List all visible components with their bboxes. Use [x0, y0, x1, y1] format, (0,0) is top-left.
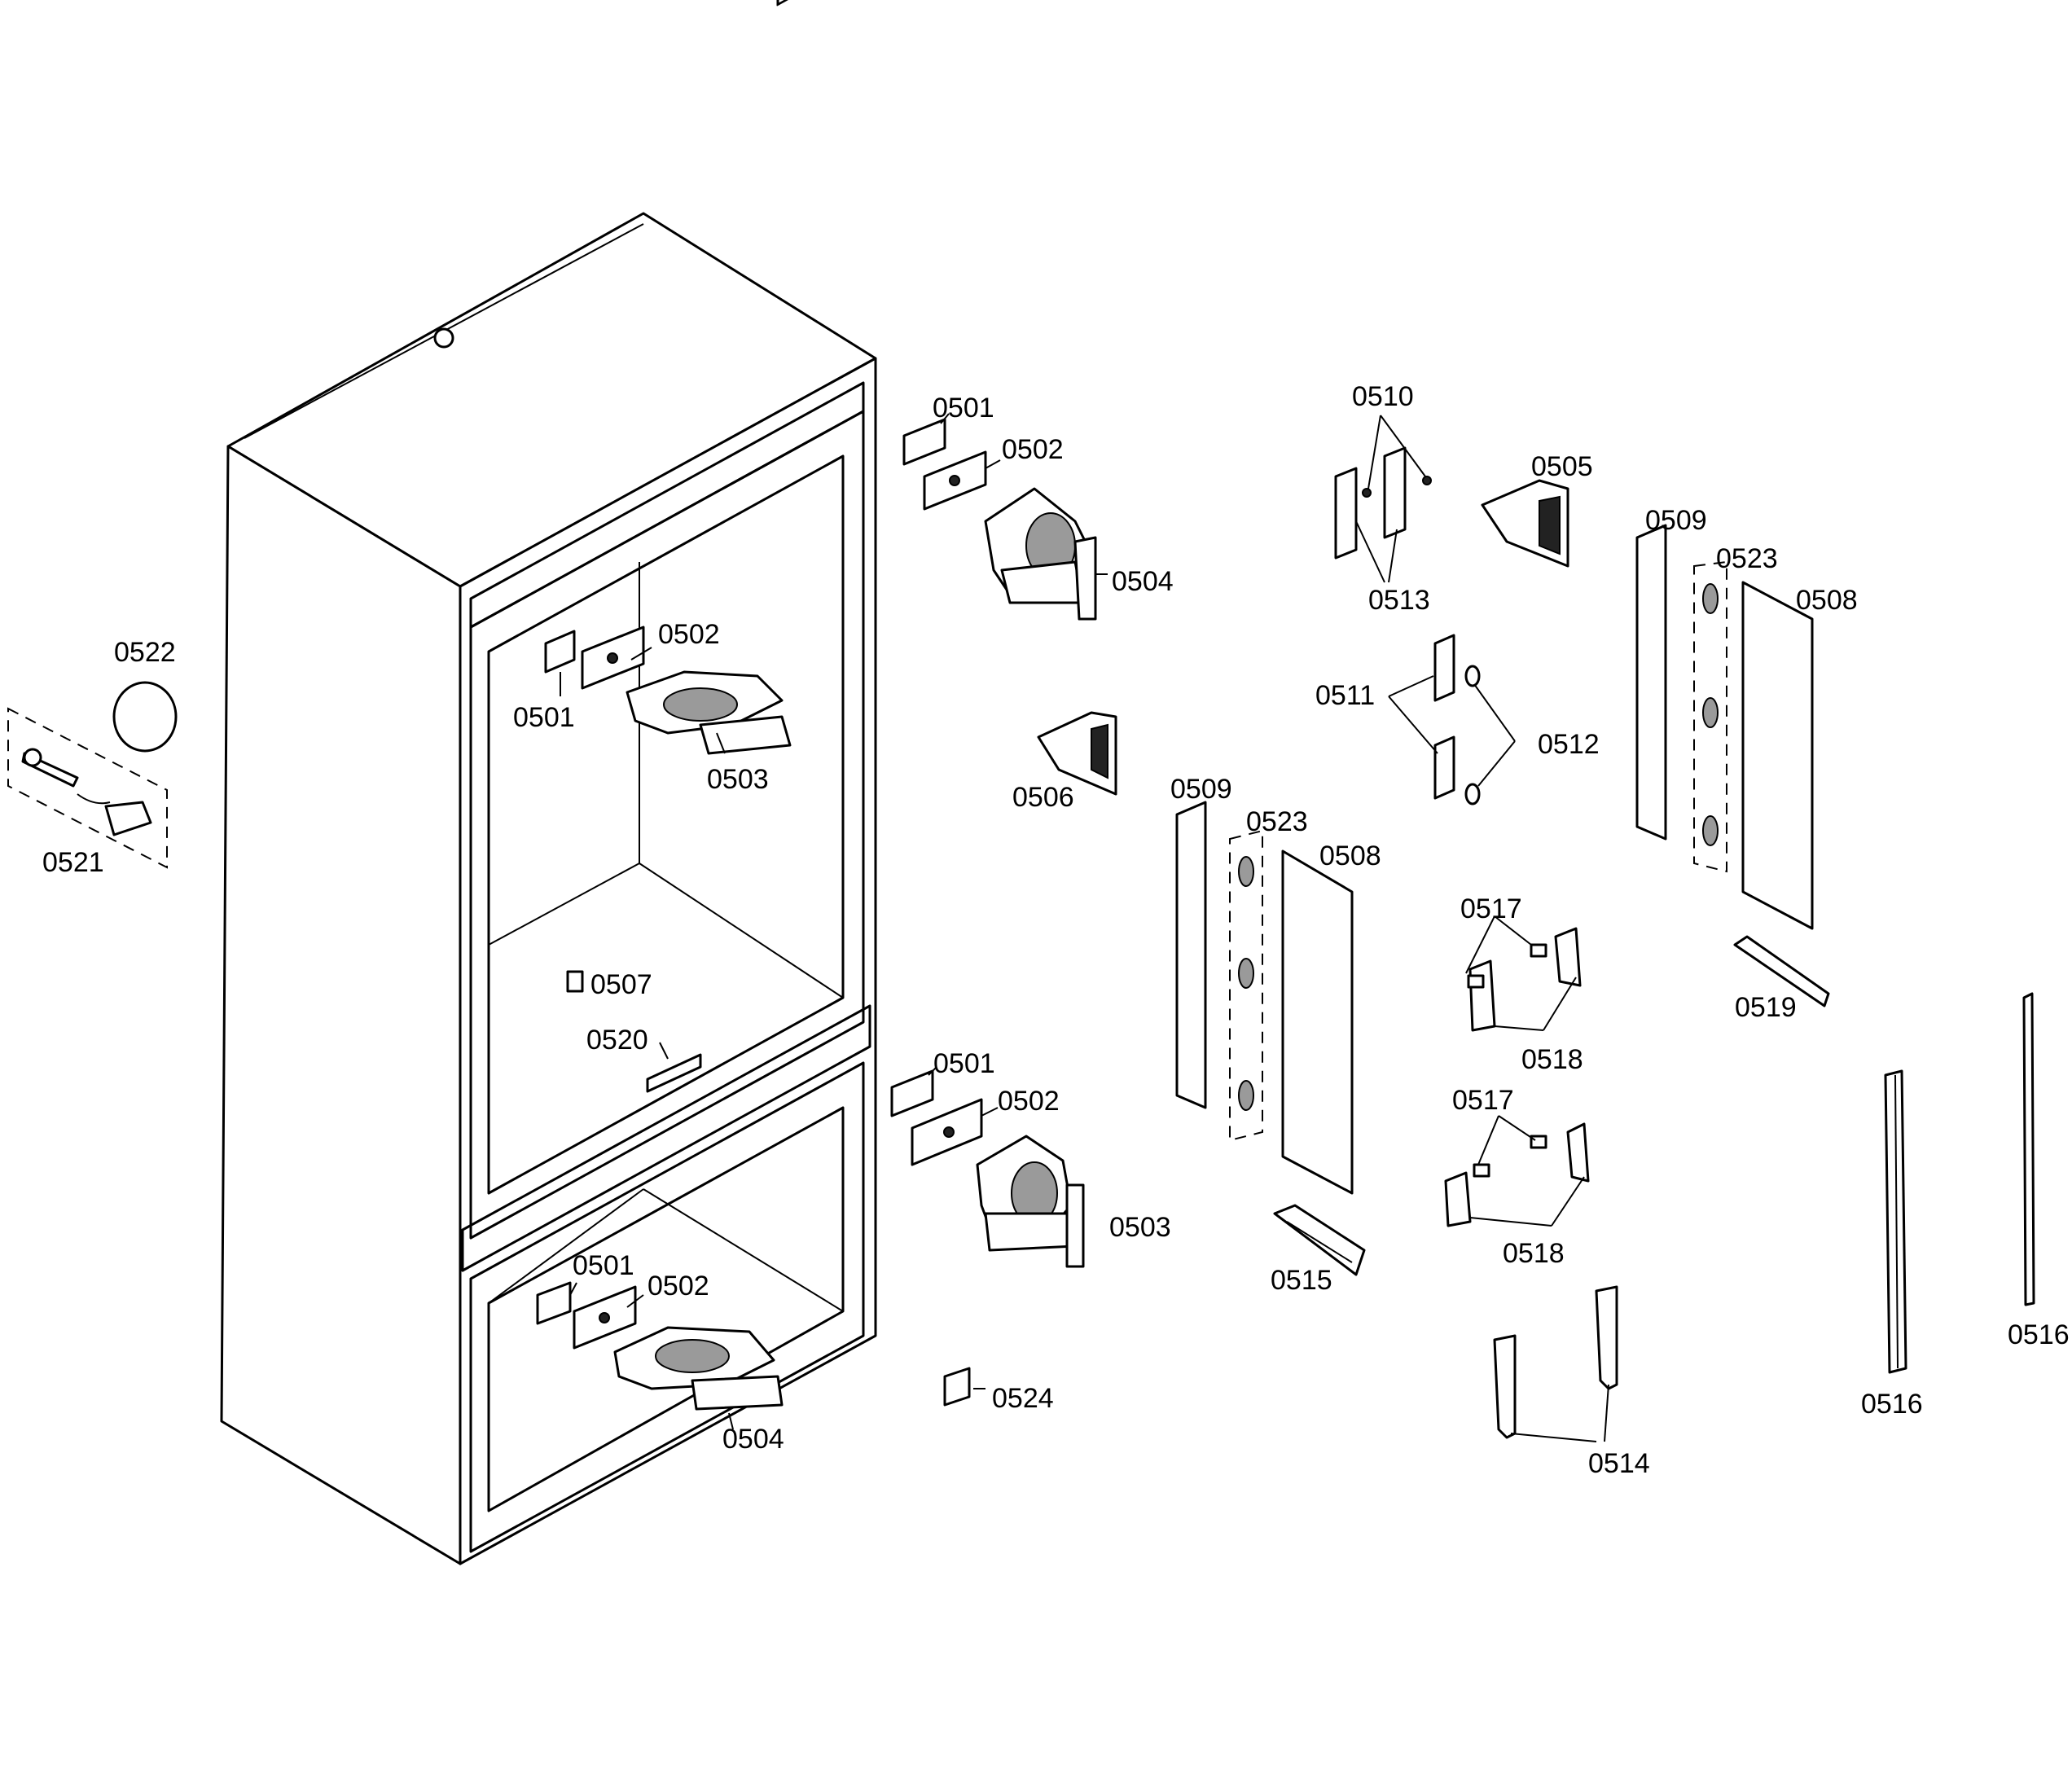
label-0503-a: 0503	[707, 764, 769, 795]
brackets-0514	[1493, 1285, 1618, 1442]
rail-0519	[1733, 935, 1830, 1007]
label-0501-b: 0501	[513, 702, 575, 733]
label-0511: 0511	[1315, 680, 1375, 711]
label-0513: 0513	[1368, 585, 1430, 616]
label-0504-a: 0504	[1112, 566, 1174, 597]
label-0515: 0515	[1271, 1265, 1332, 1296]
label-0523-a: 0523	[1716, 543, 1778, 574]
rail-0515	[1273, 1204, 1366, 1276]
label-0508-a: 0508	[1796, 585, 1858, 616]
label-0524: 0524	[992, 1383, 1054, 1414]
label-0501-a: 0501	[933, 393, 994, 424]
label-0504-b: 0504	[722, 1424, 784, 1455]
hinge-set-top-right	[902, 418, 1097, 621]
label-0502-c: 0502	[998, 1086, 1060, 1117]
bracket-0505	[1481, 479, 1569, 568]
hinge-set-upper-inner	[544, 626, 792, 755]
label-0509-b: 0509	[1170, 774, 1232, 805]
label-0518-a: 0518	[1521, 1044, 1583, 1075]
label-0503-b: 0503	[1109, 1212, 1171, 1243]
label-0507: 0507	[590, 969, 652, 1000]
label-0502-b: 0502	[658, 619, 720, 650]
label-0512: 0512	[1538, 729, 1600, 760]
label-0508-b: 0508	[1319, 841, 1381, 871]
label-0516-b: 0516	[1861, 1389, 1923, 1420]
hinge-set-lower-right	[890, 1069, 1085, 1268]
label-0521: 0521	[42, 847, 104, 878]
brackets-0511-0512	[1388, 634, 1516, 806]
label-0509-a: 0509	[1645, 505, 1707, 536]
label-0502-a: 0502	[1002, 434, 1064, 465]
panel-set-middle	[1175, 801, 1354, 1195]
hinge-set-lower-inner	[536, 1281, 784, 1411]
label-0523-b: 0523	[1246, 806, 1308, 837]
label-0501-d: 0501	[573, 1250, 634, 1281]
label-0516-a: 0516	[2008, 1319, 2070, 1350]
brackets-0517-0518-upper	[1465, 915, 1582, 1032]
label-0517-b: 0517	[1452, 1085, 1514, 1116]
label-0517-a: 0517	[1460, 893, 1522, 924]
label-0519: 0519	[1735, 992, 1797, 1023]
leader-lines	[560, 413, 1108, 1430]
panel-set-right	[1635, 524, 1814, 930]
label-0501-c: 0501	[933, 1048, 995, 1079]
switch-assembly-0521	[7, 707, 168, 869]
label-0520: 0520	[586, 1025, 648, 1056]
part-labels: 0501 0502 0504 0510 0505 0513 0509 0523 …	[42, 381, 2070, 1479]
label-0502-d: 0502	[648, 1271, 709, 1302]
bracket-0506	[1037, 711, 1117, 796]
label-0505: 0505	[1531, 451, 1593, 482]
trim-strips-0516	[1884, 992, 2035, 1374]
brackets-0517-0518-lower	[1444, 1115, 1590, 1227]
ring-0522	[112, 681, 178, 753]
refrigerator-cabinet	[220, 0, 877, 1565]
trim-strips-0510-0513	[1334, 415, 1432, 583]
label-0510: 0510	[1352, 381, 1414, 412]
label-0518-b: 0518	[1503, 1238, 1565, 1269]
label-0506: 0506	[1012, 782, 1074, 813]
label-0522: 0522	[114, 637, 176, 668]
label-0514: 0514	[1588, 1448, 1650, 1479]
small-parts	[566, 970, 971, 1407]
